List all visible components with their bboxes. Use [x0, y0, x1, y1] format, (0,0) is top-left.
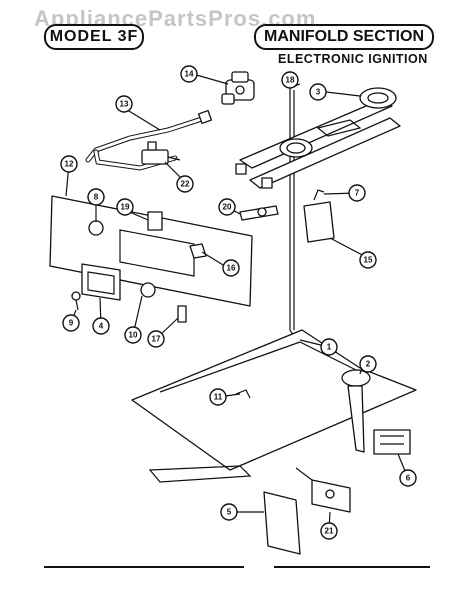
callout-15: 15 — [359, 251, 377, 269]
callout-1: 1 — [320, 338, 338, 356]
callout-22: 22 — [176, 175, 194, 193]
svg-text:21: 21 — [325, 527, 334, 536]
callout-19: 19 — [116, 198, 134, 216]
mounting-bracket — [303, 189, 335, 243]
svg-text:14: 14 — [185, 70, 194, 79]
svg-text:22: 22 — [181, 180, 190, 189]
callout-11: 11 — [209, 388, 227, 406]
svg-text:12: 12 — [65, 160, 74, 169]
bake-burner — [341, 369, 371, 453]
svg-text:20: 20 — [223, 203, 232, 212]
callout-9: 9 — [62, 314, 80, 332]
pressure-regulator — [221, 71, 255, 105]
callout-10: 10 — [124, 326, 142, 344]
callout-14: 14 — [180, 65, 198, 83]
svg-text:7: 7 — [355, 189, 360, 198]
junction-cover — [263, 491, 301, 555]
svg-text:13: 13 — [120, 100, 129, 109]
svg-text:2: 2 — [366, 360, 371, 369]
spark-module — [373, 429, 411, 455]
callout-4: 4 — [92, 317, 110, 335]
svg-text:18: 18 — [286, 76, 295, 85]
svg-text:5: 5 — [227, 508, 232, 517]
oven-electrode — [235, 389, 251, 399]
callout-17: 17 — [147, 330, 165, 348]
callout-7: 7 — [348, 184, 366, 202]
section-title: MANIFOLD SECTION — [254, 24, 434, 50]
svg-text:4: 4 — [99, 322, 104, 331]
footer-rule-right — [274, 566, 430, 568]
svg-text:1: 1 — [327, 343, 332, 352]
callout-8: 8 — [87, 188, 105, 206]
callout-5: 5 — [220, 503, 238, 521]
svg-text:8: 8 — [94, 193, 99, 202]
burner-valve — [141, 141, 181, 165]
svg-text:15: 15 — [364, 256, 373, 265]
burner-assembly — [235, 87, 401, 189]
svg-text:9: 9 — [69, 319, 74, 328]
mounting-screw — [71, 291, 81, 311]
callout-21: 21 — [320, 522, 338, 540]
callout-3: 3 — [309, 83, 327, 101]
svg-text:3: 3 — [316, 88, 321, 97]
svg-text:19: 19 — [121, 203, 130, 212]
svg-text:16: 16 — [227, 264, 236, 273]
svg-text:10: 10 — [129, 331, 138, 340]
switch-block — [177, 305, 187, 323]
footer-rule-left — [44, 566, 244, 568]
spark-electrode — [239, 205, 279, 221]
model-label: MODEL 3F — [44, 24, 144, 50]
burner-box — [131, 329, 417, 483]
ignition-box — [295, 467, 351, 513]
gas-line — [289, 83, 301, 341]
callout-2: 2 — [359, 355, 377, 373]
diagram-subtitle: ELECTRONIC IGNITION — [278, 52, 428, 66]
svg-text:17: 17 — [152, 335, 161, 344]
callout-18: 18 — [281, 71, 299, 89]
svg-text:6: 6 — [406, 474, 411, 483]
callout-20: 20 — [218, 198, 236, 216]
callout-12: 12 — [60, 155, 78, 173]
callout-6: 6 — [399, 469, 417, 487]
svg-text:11: 11 — [214, 393, 223, 402]
control-panel — [49, 195, 253, 307]
timer-module — [81, 263, 121, 301]
callout-13: 13 — [115, 95, 133, 113]
callout-16: 16 — [222, 259, 240, 277]
